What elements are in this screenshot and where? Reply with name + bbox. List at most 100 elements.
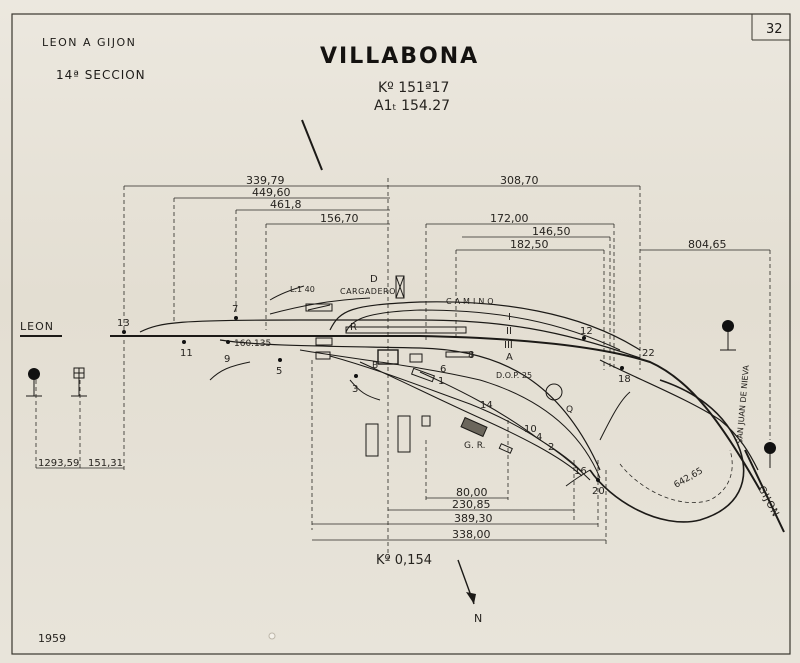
dim-160-135: 160.135 [234, 339, 271, 349]
dot-9 [226, 340, 230, 344]
gr-label: G. R. [464, 441, 486, 451]
dim-642-65: 642,65 [673, 466, 705, 490]
gijon-label: GIJON [755, 484, 781, 519]
marker-13: 13 [117, 318, 130, 329]
dot-5 [278, 358, 282, 362]
curve-dashed [619, 449, 733, 504]
dot-11 [182, 340, 186, 344]
siding-left [209, 361, 251, 381]
small-shed [498, 443, 513, 454]
block-3 [421, 415, 431, 427]
dop-label: D.O.P. 25 [496, 371, 532, 380]
marker-7: 7 [232, 304, 238, 315]
dim-449-60: 449,60 [252, 186, 291, 199]
dim-389-30: 389,30 [454, 512, 493, 525]
q-label: Q [566, 405, 573, 415]
siding-top [269, 285, 305, 301]
dim-339-79: 339,79 [246, 174, 285, 187]
road-b: B [372, 361, 378, 371]
dim-461-8: 461,8 [270, 198, 302, 211]
yard-track-1 [219, 339, 601, 471]
tracks [20, 285, 785, 533]
platform [345, 326, 467, 334]
dim-151-31: 151,31 [88, 458, 123, 469]
switch-dots [122, 316, 624, 482]
signals [26, 320, 776, 468]
building-g [409, 353, 423, 363]
dim-230-85: 230,85 [452, 498, 491, 511]
marker-5: 5 [276, 366, 282, 377]
dim-80-00: 80,00 [456, 486, 488, 499]
marker-3: 3 [352, 384, 358, 395]
dot-7 [234, 316, 238, 320]
signal-gijon [764, 442, 776, 454]
siding-cargadero [269, 297, 371, 315]
section-name: 14ª SECCION [56, 68, 146, 82]
marker-10: 10 [524, 424, 537, 435]
line-name: LEON A GIJON [42, 36, 136, 49]
punch-hole [268, 632, 276, 640]
road-iii: III [504, 340, 513, 351]
dim-156-70: 156,70 [320, 212, 359, 225]
dot-3 [354, 374, 358, 378]
sheet-number: 32 [766, 22, 783, 37]
road-a: A [506, 352, 513, 363]
warehouse [305, 303, 333, 312]
top-dimensions: 339,79 308,70 449,60 461,8 156,70 172,00… [124, 174, 770, 251]
marker-22: 22 [642, 348, 655, 359]
dim-308-70: 308,70 [500, 174, 539, 187]
station-title: VILLABONA [320, 44, 479, 69]
marker-12: 12 [580, 326, 593, 337]
orientation-stroke [301, 119, 323, 171]
km-point: Kº 151ª17 [378, 80, 449, 96]
gijon-exit [744, 449, 785, 533]
year: 1959 [38, 632, 66, 645]
block-2 [397, 415, 411, 453]
marker-18: 18 [618, 374, 631, 385]
leon-label: LEON [20, 320, 54, 333]
loop-track-2 [329, 301, 641, 351]
marker-9: 9 [224, 354, 230, 365]
altitude: A1ₜ 154.27 [374, 98, 450, 114]
road-ii: II [506, 326, 512, 337]
building-d2 [315, 351, 331, 360]
main-line-east [419, 335, 761, 491]
signal-east [722, 320, 734, 332]
siding-low [349, 379, 381, 401]
north-arrow-head [466, 592, 476, 604]
dim-804-65: 804,65 [688, 238, 727, 251]
road-d: D [370, 274, 378, 285]
dim-182-50: 182,50 [510, 238, 549, 251]
structures [305, 275, 563, 457]
camino-label: CAMINO [446, 297, 497, 306]
dim-146-50: 146,50 [532, 225, 571, 238]
road-r: R [350, 322, 357, 333]
bottom-dimensions: 80,00 230,85 389,30 338,00 1293,59 151,3… [36, 458, 606, 541]
marker-11: 11 [180, 348, 193, 359]
building-d1 [315, 337, 333, 346]
marker-20: 20 [592, 486, 605, 497]
yard-track-3 [329, 355, 591, 481]
station-building [377, 349, 399, 365]
marker-4: 4 [536, 432, 542, 443]
yard-track-2 [299, 349, 601, 479]
siding-east [599, 391, 631, 441]
marker-labels: 13 11 9 7 5 3 6 8 12 18 22 20 14 16 10 2… [117, 274, 655, 497]
l140-label: L.1 40 [290, 285, 315, 294]
yard-track-5 [419, 371, 583, 473]
north-label: N [474, 612, 482, 625]
marker-1: 1 [438, 376, 444, 387]
building-h [445, 351, 473, 358]
warehouse-hatch [307, 304, 331, 311]
loop-track-3 [345, 309, 621, 351]
loop-track-1 [139, 319, 641, 359]
yard-track-4 [359, 361, 583, 477]
extension-lines [35, 178, 771, 560]
dot-18 [620, 366, 624, 370]
gijon-curve [589, 379, 745, 523]
dot-12 [582, 336, 586, 340]
loading-dock [395, 275, 405, 299]
marker-2: 2 [548, 442, 554, 453]
marker-16: 16 [574, 466, 587, 477]
